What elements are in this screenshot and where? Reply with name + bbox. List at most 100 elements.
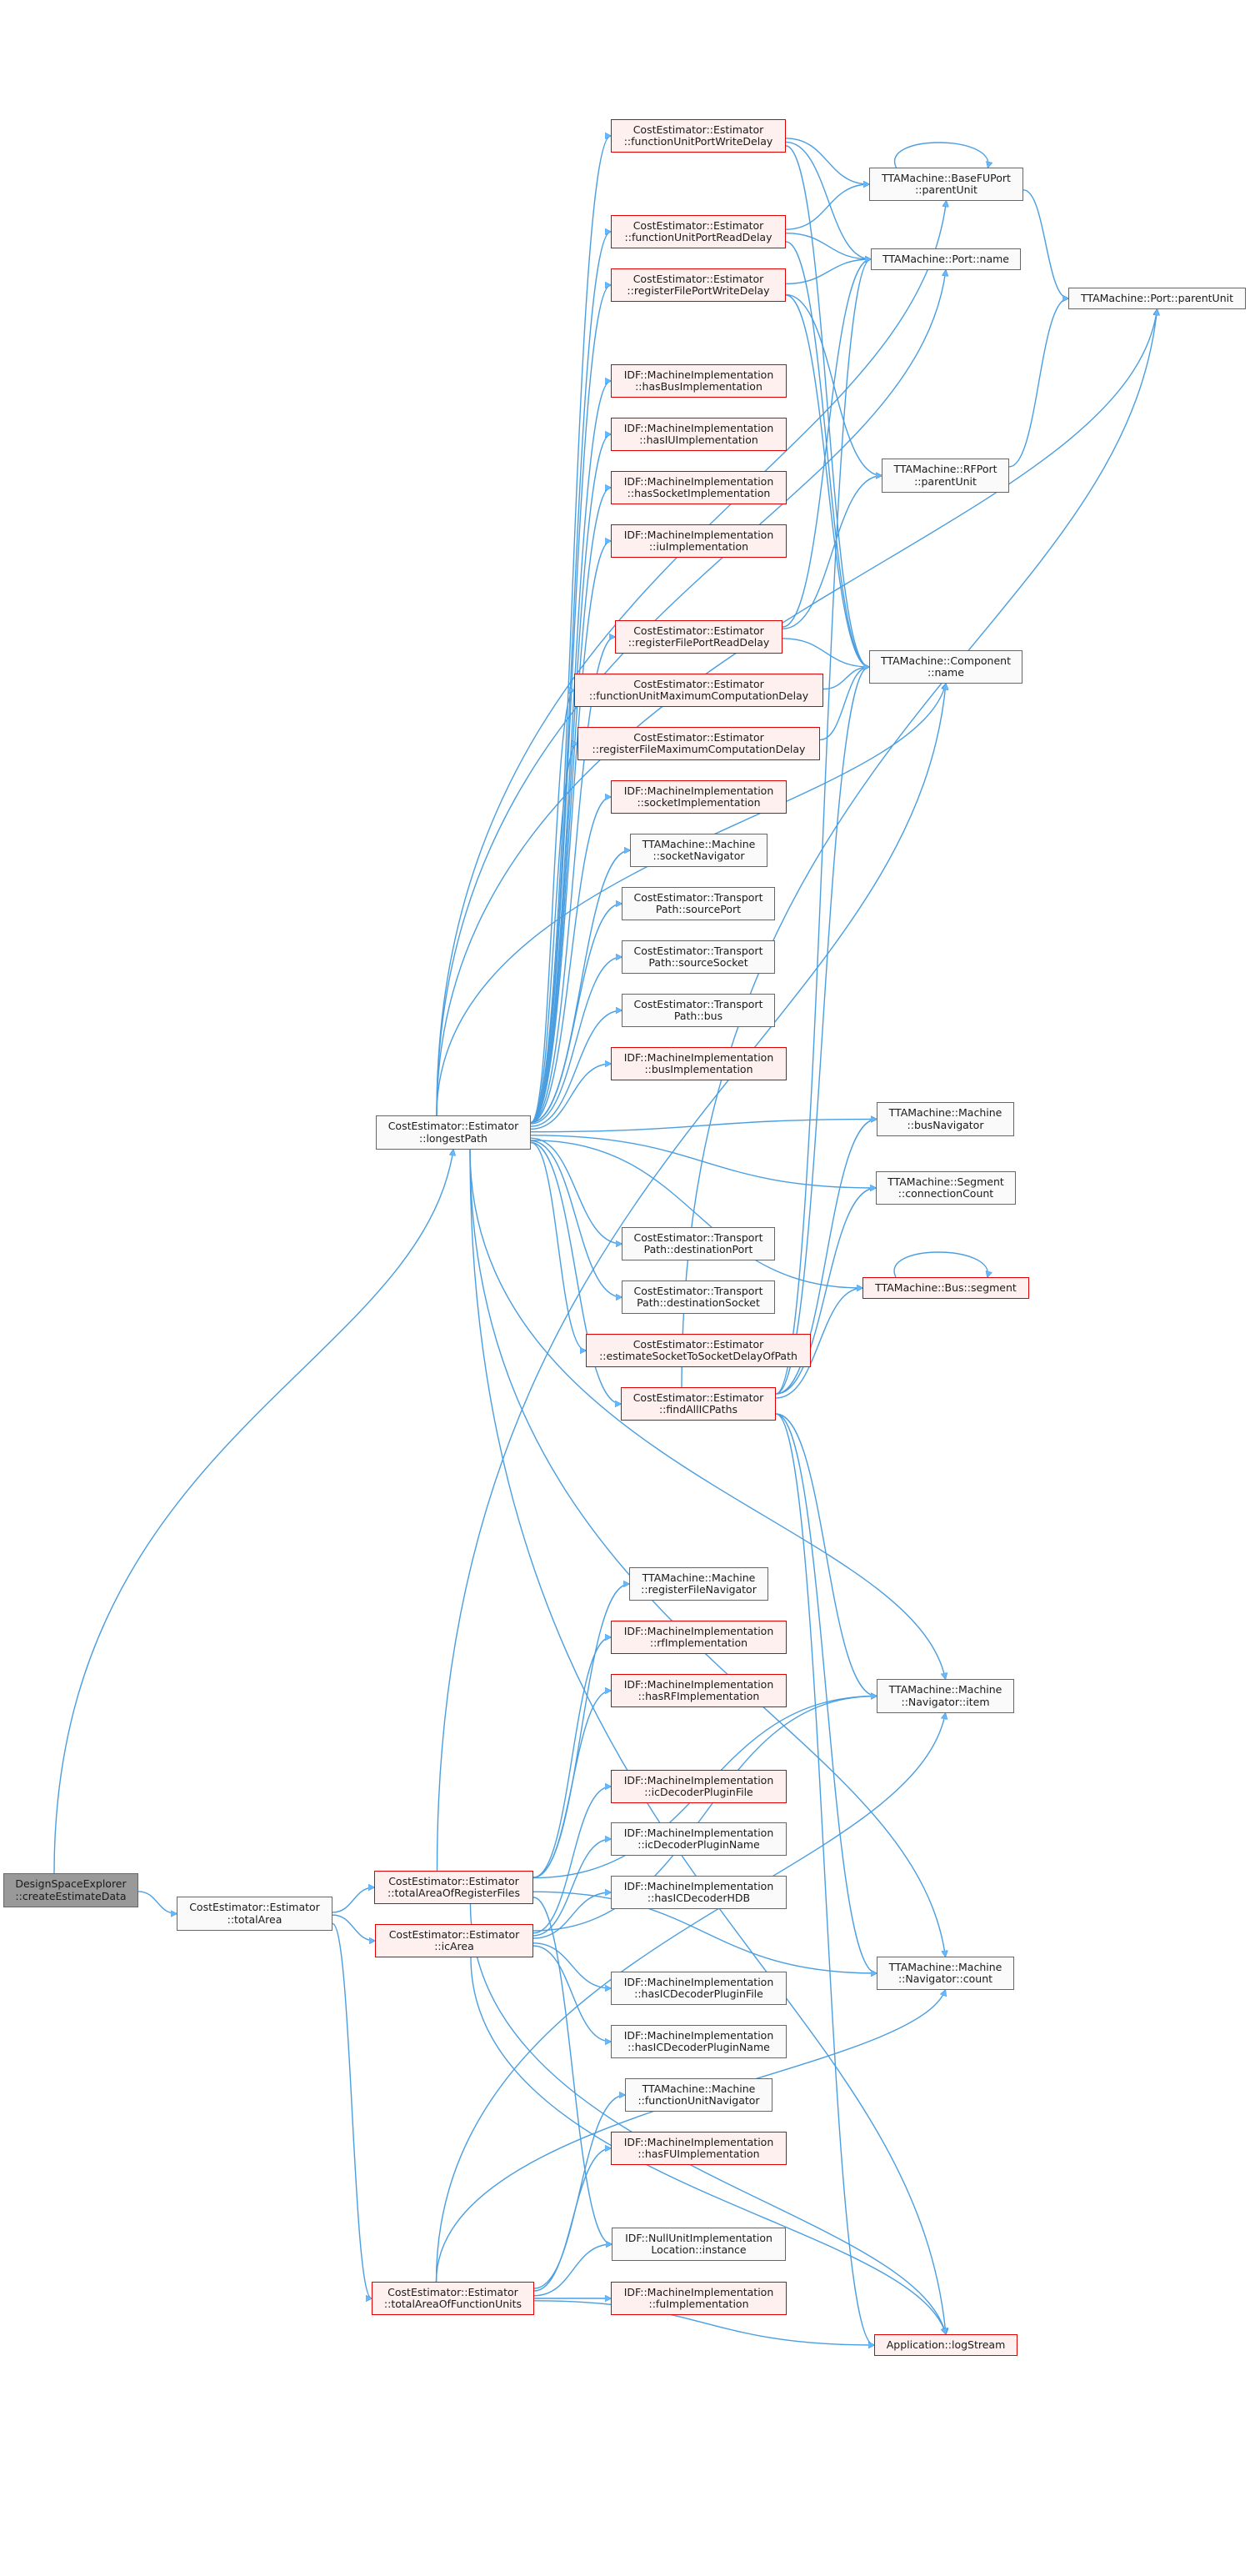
graph-node-hasICDPN[interactable]: IDF::MachineImplementation ::hasICDecode…	[611, 2025, 787, 2058]
call-edge-icArea-to-hasICDPN	[532, 1945, 611, 2042]
node-label: CostEstimator::Transport Path::destinati…	[633, 1230, 763, 1255]
graph-node-longestPath[interactable]: CostEstimator::Estimator ::longestPath	[376, 1115, 531, 1150]
graph-node-fuPW[interactable]: CostEstimator::Estimator ::functionUnitP…	[611, 119, 786, 153]
node-label: CostEstimator::Transport Path::sourceSoc…	[633, 944, 763, 969]
call-edge-taRF-to-rfImpl	[532, 1637, 611, 1878]
graph-node-estS2S[interactable]: CostEstimator::Estimator ::estimateSocke…	[586, 1334, 811, 1367]
graph-node-fuNav[interactable]: TTAMachine::Machine ::functionUnitNaviga…	[625, 2078, 772, 2112]
graph-node-navItem[interactable]: TTAMachine::Machine ::Navigator::item	[877, 1679, 1014, 1713]
node-label: TTAMachine::Machine ::Navigator::count	[888, 1960, 1002, 1985]
graph-node-findAll[interactable]: CostEstimator::Estimator ::findAllICPath…	[621, 1387, 776, 1421]
call-edge-rfPR-to-compName	[782, 638, 869, 667]
call-edge-longestPath-to-navItem	[469, 1149, 946, 1679]
node-label: IDF::MachineImplementation ::hasBusImple…	[623, 368, 774, 393]
graph-node-bus[interactable]: CostEstimator::Transport Path::bus	[622, 994, 775, 1027]
graph-node-iuImpl[interactable]: IDF::MachineImplementation ::iuImplement…	[611, 524, 787, 558]
graph-node-rfPort[interactable]: TTAMachine::RFPort ::parentUnit	[882, 459, 1009, 493]
call-edge-taFU-to-navItem	[435, 1713, 946, 2283]
node-label: TTAMachine::Bus::segment	[875, 1280, 1017, 1294]
call-edge-rfPort-to-portParent	[1008, 298, 1068, 468]
graph-node-icDPF[interactable]: IDF::MachineImplementation ::icDecoderPl…	[611, 1770, 787, 1803]
graph-node-hasIU[interactable]: IDF::MachineImplementation ::hasIUImplem…	[611, 418, 787, 451]
node-label: IDF::MachineImplementation ::hasIUImplem…	[623, 421, 774, 446]
graph-node-taFU[interactable]: CostEstimator::Estimator ::totalAreaOfFu…	[372, 2282, 534, 2315]
graph-node-rfPW[interactable]: CostEstimator::Estimator ::registerFileP…	[611, 268, 786, 302]
call-edge-longestPath-to-bus	[530, 1010, 622, 1127]
graph-node-busImpl[interactable]: IDF::MachineImplementation ::busImplemen…	[611, 1047, 787, 1080]
node-label: CostEstimator::Transport Path::sourcePor…	[633, 890, 763, 915]
graph-node-logStream[interactable]: Application::logStream	[874, 2334, 1018, 2356]
call-edge-taRF-to-nullUnit	[532, 1897, 612, 2244]
graph-node-rfMax[interactable]: CostEstimator::Estimator ::registerFileM…	[578, 727, 820, 760]
node-label: DesignSpaceExplorer ::createEstimateData	[15, 1877, 127, 1902]
call-edge-icArea-to-navItem	[532, 1696, 877, 1932]
node-label: Application::logStream	[886, 2338, 1006, 2351]
node-label: CostEstimator::Estimator ::findAllICPath…	[632, 1391, 764, 1416]
node-label: TTAMachine::Port::parentUnit	[1080, 291, 1233, 304]
call-edge-longestPath-to-busImpl	[530, 1064, 611, 1130]
call-edge-fuPR-to-baseFU	[785, 184, 869, 230]
call-edge-rfPW-to-compName	[785, 294, 869, 667]
node-label: IDF::MachineImplementation ::busImplemen…	[623, 1050, 774, 1075]
graph-node-nullUnit[interactable]: IDF::NullUnitImplementation Location::in…	[612, 2228, 786, 2261]
node-label: IDF::MachineImplementation ::hasICDecode…	[623, 1879, 774, 1904]
graph-node-icArea[interactable]: CostEstimator::Estimator ::icArea	[375, 1924, 533, 1957]
node-label: TTAMachine::Component ::name	[881, 654, 1011, 679]
graph-node-fuImpl[interactable]: IDF::MachineImplementation ::fuImplement…	[611, 2282, 787, 2315]
graph-node-sourceSocket[interactable]: CostEstimator::Transport Path::sourceSoc…	[622, 940, 775, 974]
graph-node-taRF[interactable]: CostEstimator::Estimator ::totalAreaOfRe…	[374, 1871, 533, 1904]
graph-node-portName[interactable]: TTAMachine::Port::name	[871, 248, 1021, 270]
graph-node-navCount[interactable]: TTAMachine::Machine ::Navigator::count	[877, 1957, 1014, 1990]
node-label: IDF::MachineImplementation ::icDecoderPl…	[623, 1826, 774, 1851]
call-edge-fuPW-to-baseFU	[785, 138, 869, 184]
call-edge-rfPR-to-rfPort	[782, 476, 882, 630]
graph-node-hasRF[interactable]: IDF::MachineImplementation ::hasRFImplem…	[611, 1674, 787, 1707]
graph-node-sourcePort[interactable]: CostEstimator::Transport Path::sourcePor…	[622, 887, 775, 920]
call-edge-longestPath-to-portParent	[436, 309, 1158, 1116]
graph-node-hasICDPF[interactable]: IDF::MachineImplementation ::hasICDecode…	[611, 1972, 787, 2005]
graph-node-compName[interactable]: TTAMachine::Component ::name	[869, 650, 1022, 684]
call-edge-findAll-to-navItem	[775, 1413, 877, 1696]
call-edge-findAll-to-busNav	[775, 1120, 877, 1395]
graph-node-baseFU[interactable]: TTAMachine::BaseFUPort ::parentUnit	[869, 168, 1023, 201]
call-edge-findAll-to-portName	[775, 259, 871, 1395]
node-label: IDF::MachineImplementation ::fuImplement…	[623, 2285, 774, 2310]
graph-node-fuPR[interactable]: CostEstimator::Estimator ::functionUnitP…	[611, 215, 786, 248]
call-edge-icArea-to-logStream	[470, 1957, 946, 2334]
graph-node-portParent[interactable]: TTAMachine::Port::parentUnit	[1068, 288, 1246, 309]
call-edge-longestPath-to-socketImpl	[530, 797, 611, 1124]
call-edge-totalArea-to-taFU	[332, 1922, 372, 2299]
graph-node-busNav[interactable]: TTAMachine::Machine ::busNavigator	[877, 1102, 1014, 1136]
node-label: IDF::MachineImplementation ::hasICDecode…	[623, 1975, 774, 2000]
graph-node-busSegment[interactable]: TTAMachine::Bus::segment	[862, 1277, 1029, 1299]
node-label: CostEstimator::Estimator ::functionUnitP…	[624, 218, 772, 243]
graph-node-hasBus[interactable]: IDF::MachineImplementation ::hasBusImple…	[611, 364, 787, 398]
node-label: TTAMachine::Machine ::registerFileNaviga…	[641, 1571, 757, 1596]
call-edge-baseFU-to-baseFU	[893, 142, 988, 168]
graph-node-totalArea[interactable]: CostEstimator::Estimator ::totalArea	[177, 1897, 332, 1931]
call-edge-dse-to-longestPath	[53, 1150, 453, 1874]
call-edge-longestPath-to-fuPW	[530, 136, 611, 1124]
graph-node-hasSocket[interactable]: IDF::MachineImplementation ::hasSocketIm…	[611, 471, 787, 504]
node-label: TTAMachine::Machine ::busNavigator	[888, 1106, 1002, 1131]
graph-node-destPort[interactable]: CostEstimator::Transport Path::destinati…	[622, 1227, 775, 1260]
call-edge-taRF-to-logStream	[469, 1903, 947, 2334]
graph-node-hasICDHDB[interactable]: IDF::MachineImplementation ::hasICDecode…	[611, 1876, 787, 1909]
call-edge-longestPath-to-iuImpl	[530, 541, 611, 1124]
graph-node-fuMax[interactable]: CostEstimator::Estimator ::functionUnitM…	[574, 674, 823, 707]
node-label: IDF::MachineImplementation ::iuImplement…	[623, 528, 774, 553]
graph-node-dse: DesignSpaceExplorer ::createEstimateData	[3, 1873, 138, 1907]
graph-node-regFileNav[interactable]: TTAMachine::Machine ::registerFileNaviga…	[629, 1567, 768, 1601]
call-edge-longestPath-to-busSegment	[530, 1140, 862, 1288]
graph-node-icDPN[interactable]: IDF::MachineImplementation ::icDecoderPl…	[611, 1822, 787, 1856]
graph-node-connCount[interactable]: TTAMachine::Segment ::connectionCount	[876, 1171, 1016, 1205]
graph-node-socketNav[interactable]: TTAMachine::Machine ::socketNavigator	[630, 834, 768, 867]
graph-node-destSocket[interactable]: CostEstimator::Transport Path::destinati…	[622, 1280, 775, 1314]
graph-node-hasFU[interactable]: IDF::MachineImplementation ::hasFUImplem…	[611, 2132, 787, 2165]
call-edge-findAll-to-logStream	[775, 1413, 874, 2345]
graph-node-socketImpl[interactable]: IDF::MachineImplementation ::socketImple…	[611, 780, 787, 814]
graph-node-rfImpl[interactable]: IDF::MachineImplementation ::rfImplement…	[611, 1621, 787, 1654]
call-edge-longestPath-to-rfPW	[530, 285, 611, 1124]
graph-node-rfPR[interactable]: CostEstimator::Estimator ::registerFileP…	[615, 620, 782, 654]
call-edge-longestPath-to-busNav	[530, 1120, 877, 1133]
